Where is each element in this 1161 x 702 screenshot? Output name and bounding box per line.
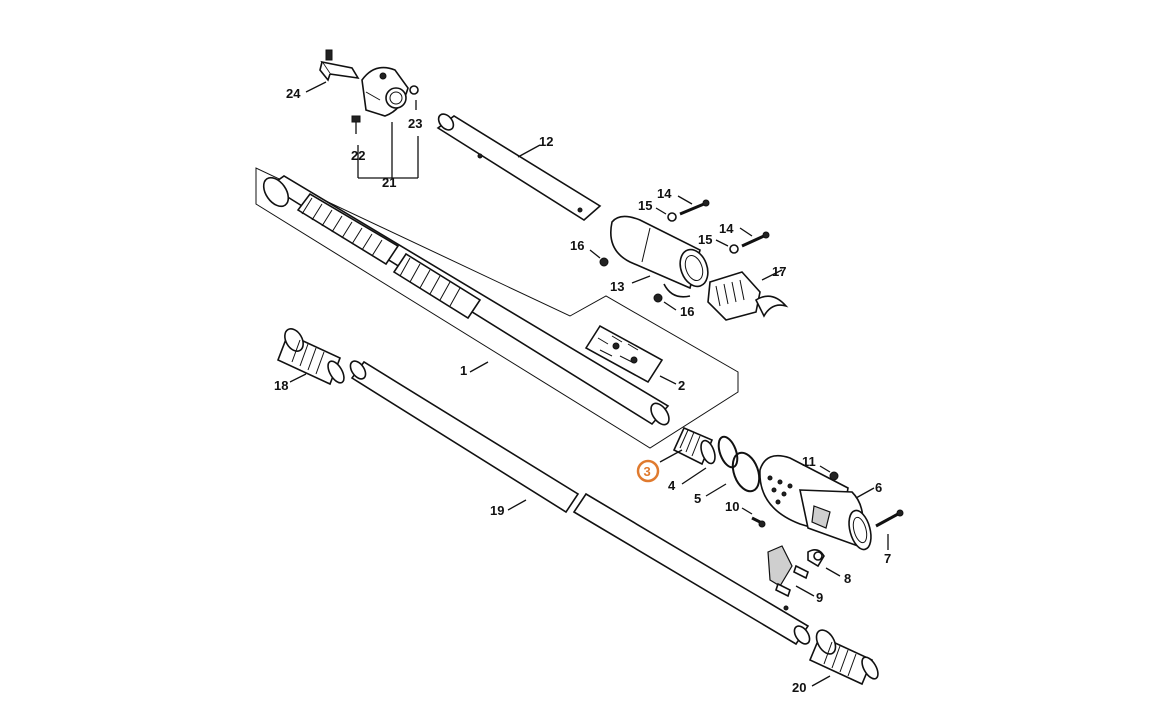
part-15-washer-lower[interactable] bbox=[729, 244, 739, 254]
part-14-screw-lower[interactable] bbox=[741, 231, 770, 248]
label-part-23[interactable]: 23 bbox=[408, 116, 422, 131]
label-part-4[interactable]: 4 bbox=[668, 478, 676, 493]
part-16-nut-lower[interactable] bbox=[653, 293, 663, 303]
label-part-7[interactable]: 7 bbox=[884, 551, 891, 566]
label-part-17[interactable]: 17 bbox=[772, 264, 786, 279]
label-part-6[interactable]: 6 bbox=[875, 480, 882, 495]
part-1-box bbox=[255, 167, 739, 449]
label-part-1[interactable]: 1 bbox=[460, 363, 467, 378]
label-part-16-upper[interactable]: 16 bbox=[570, 238, 584, 253]
label-part-12[interactable]: 12 bbox=[539, 134, 553, 149]
part-10-screw[interactable] bbox=[751, 516, 766, 528]
part-20-end-cap[interactable] bbox=[808, 627, 881, 686]
part-22-screw[interactable] bbox=[351, 115, 361, 134]
label-part-5[interactable]: 5 bbox=[694, 491, 701, 506]
label-part-2[interactable]: 2 bbox=[678, 378, 685, 393]
part-18-end-plug[interactable] bbox=[276, 326, 347, 386]
part-24-clip[interactable] bbox=[319, 49, 360, 82]
part-5-circlip[interactable] bbox=[715, 434, 764, 495]
part-19-lower-tube[interactable] bbox=[347, 358, 812, 646]
part-11-nut[interactable] bbox=[829, 471, 839, 481]
part-6-housing[interactable] bbox=[759, 454, 875, 552]
label-part-20[interactable]: 20 bbox=[792, 680, 806, 695]
label-part-8[interactable]: 8 bbox=[844, 571, 851, 586]
part-16-nut-upper[interactable] bbox=[599, 257, 609, 267]
part-8-clamp[interactable] bbox=[807, 548, 825, 568]
part-1-main-shaft[interactable] bbox=[259, 173, 673, 428]
label-part-24[interactable]: 24 bbox=[286, 86, 301, 101]
label-part-9[interactable]: 9 bbox=[816, 590, 823, 605]
label-part-14-upper[interactable]: 14 bbox=[657, 186, 672, 201]
part-2-label-set[interactable] bbox=[584, 324, 664, 384]
label-part-22[interactable]: 22 bbox=[351, 148, 365, 163]
label-part-16-lower[interactable]: 16 bbox=[680, 304, 694, 319]
label-part-19[interactable]: 19 bbox=[490, 503, 504, 518]
label-part-21[interactable]: 21 bbox=[382, 175, 396, 190]
part-4-bushing[interactable] bbox=[672, 426, 718, 466]
part-7-screw[interactable] bbox=[875, 509, 904, 528]
label-part-10[interactable]: 10 bbox=[725, 499, 739, 514]
label-part-11[interactable]: 11 bbox=[802, 454, 816, 469]
label-part-15-lower[interactable]: 15 bbox=[698, 232, 712, 247]
label-part-15-upper[interactable]: 15 bbox=[638, 198, 652, 213]
label-part-18[interactable]: 18 bbox=[274, 378, 288, 393]
part-17-bracket[interactable] bbox=[707, 271, 789, 321]
selected-part-3-marker[interactable]: 3 bbox=[636, 459, 660, 483]
part-14-screw-upper[interactable] bbox=[679, 199, 710, 216]
part-9-deflector[interactable] bbox=[767, 545, 809, 598]
label-part-14-lower[interactable]: 14 bbox=[719, 221, 734, 236]
part-13-coupling[interactable] bbox=[610, 215, 713, 298]
part-21-clamp-handle[interactable] bbox=[361, 66, 409, 117]
part-15-washer-upper[interactable] bbox=[667, 212, 677, 222]
part-12-upper-tube[interactable] bbox=[436, 111, 602, 221]
part-23-nut[interactable] bbox=[409, 85, 419, 95]
label-part-13[interactable]: 13 bbox=[610, 279, 624, 294]
label-part-3[interactable]: 3 bbox=[644, 464, 651, 479]
